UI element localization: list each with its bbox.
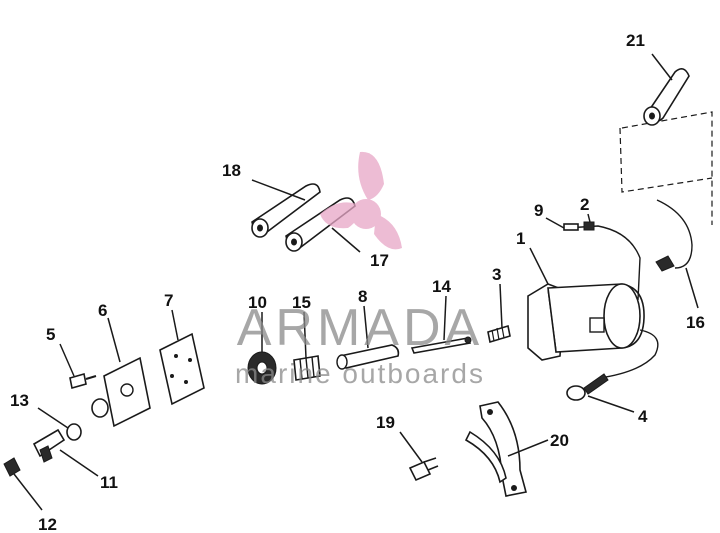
callout-17: 17 (370, 251, 389, 270)
callout-12: 12 (38, 515, 57, 533)
callout-14: 14 (432, 277, 451, 296)
callout-15: 15 (292, 293, 311, 312)
part-19-bolt (408, 457, 439, 482)
part-10-pinion-gear (247, 351, 277, 385)
armada-watermark: ARMADA marine outboards (235, 151, 485, 389)
callout-9: 9 (534, 201, 543, 220)
watermark-tagline: marine outboards (235, 358, 485, 389)
armada-propeller-logo (320, 151, 402, 250)
callout-1: 1 (516, 229, 525, 248)
callout-21: 21 (626, 31, 645, 50)
part-12-nut (3, 457, 21, 477)
callout-10: 10 (248, 293, 267, 312)
part-9-terminal (563, 223, 641, 301)
callout-4: 4 (638, 407, 648, 426)
watermark-brand: ARMADA (237, 299, 483, 357)
part-14-shaft (410, 336, 472, 354)
callout-20: 20 (550, 431, 569, 450)
part-5-screw (69, 372, 97, 390)
callout-labels: 1 2 3 4 5 6 7 8 9 10 11 12 13 14 15 16 1… (10, 31, 705, 533)
leader-lines (13, 53, 699, 511)
callout-11: 11 (100, 473, 118, 492)
callout-5: 5 (46, 325, 55, 344)
part-13-nut (66, 423, 82, 441)
part-16-wire-clip (655, 199, 693, 272)
part-20-clamp-bracket (464, 401, 527, 497)
part-3-spring (487, 324, 511, 344)
part-18-sleeve (251, 183, 321, 238)
callout-8: 8 (358, 287, 367, 306)
callout-3: 3 (492, 265, 501, 284)
part-21-sleeve (643, 68, 690, 126)
part-4-ground-cable (566, 329, 659, 401)
part-7-gasket (159, 332, 205, 406)
callout-19: 19 (376, 413, 395, 432)
part-2-terminal-end (583, 221, 595, 231)
callout-13: 13 (10, 391, 29, 410)
part-1-starter-motor (527, 283, 645, 361)
callout-6: 6 (98, 301, 107, 320)
callout-18: 18 (222, 161, 241, 180)
part-6-end-cap (91, 356, 151, 428)
callout-16: 16 (686, 313, 705, 332)
part-8-pinion-tube (336, 344, 400, 370)
part-11-terminal-fitting (32, 428, 66, 463)
part-15-spring (293, 355, 321, 381)
inset-dashed-frame (619, 111, 713, 225)
callout-7: 7 (164, 291, 173, 310)
callout-2: 2 (580, 195, 589, 214)
